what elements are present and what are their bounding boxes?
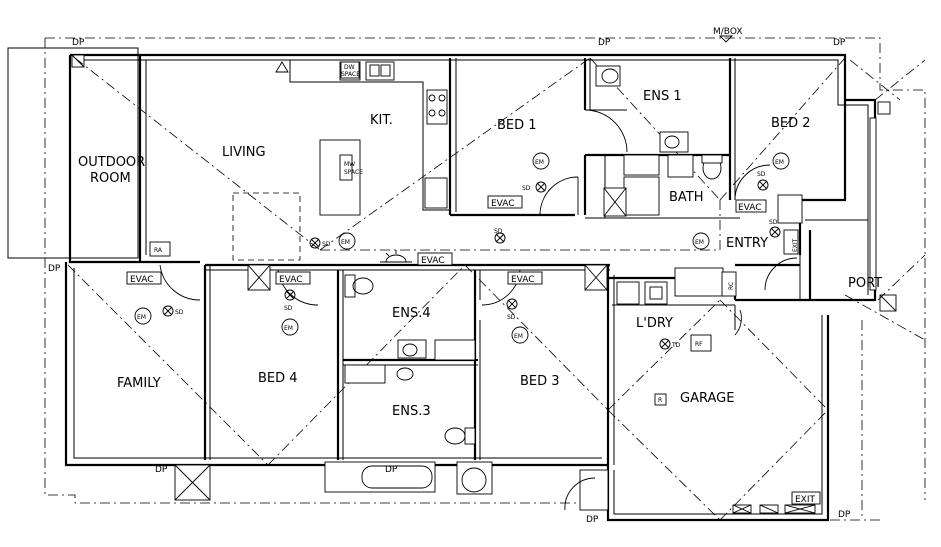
svg-text:RF: RF [695,341,703,348]
outdoor-room-outline [7,47,139,259]
evac-label: EVAC [491,199,515,209]
svg-text:SPACE: SPACE [344,169,363,176]
svg-text:EM: EM [137,314,146,321]
room-ens1: ENS 1 [643,89,682,104]
evac-label: EVAC [421,256,445,266]
svg-text:DP: DP [586,515,599,525]
room-bed4: BED 4 [258,371,298,386]
svg-text:SD: SD [284,305,293,312]
eave-line [44,37,926,521]
room-ldry: L'DRY [636,316,673,331]
room-living: LIVING [222,145,266,160]
door-swings [159,109,798,511]
svg-text:MW: MW [344,161,355,168]
svg-text:SPACE: SPACE [341,71,360,78]
evac-label: EVAC [511,275,535,285]
room-outdoor-room-2: ROOM [90,171,131,186]
evac-label: EVAC [738,203,762,213]
svg-text:SD: SD [769,219,778,226]
svg-text:DP: DP [833,38,846,48]
svg-text:DP: DP [385,465,398,475]
svg-text:EM: EM [341,239,350,246]
svg-text:SD: SD [494,228,503,235]
svg-text:EM: EM [695,239,704,246]
room-bed2: BED 2 [771,116,811,131]
svg-text:EM: EM [535,159,544,166]
svg-text:SD: SD [757,171,766,178]
svg-text:RC: RC [728,282,735,290]
svg-text:SD: SD [507,314,516,321]
evac-label: EVAC [130,275,154,285]
svg-text:TD: TD [671,342,681,349]
svg-text:EXIT: EXIT [792,238,799,252]
room-ens4: ENS.4 [392,306,431,321]
svg-text:RA: RA [154,247,163,254]
svg-text:SD: SD [175,309,184,316]
room-family: FAMILY [117,376,161,391]
room-kit: KIT. [370,113,393,128]
svg-text:DP: DP [598,38,611,48]
room-ens3: ENS.3 [392,404,431,419]
room-entry: ENTRY [726,236,768,251]
sd-symbols: SD SD SD SD SD SD SD SD [162,171,781,321]
room-bed1: BED 1 [497,118,537,133]
svg-text:DP: DP [155,465,168,475]
svg-text:SD: SD [322,241,331,248]
room-outdoor-room: OUTDOOR [78,155,145,170]
fixtures [174,61,877,514]
svg-text:DP: DP [72,38,85,48]
misc-symbols: RA RC RF TD R DW SPACE MW SPACE [149,61,737,406]
svg-text:DP: DP [48,264,61,274]
evac-label: EVAC [279,275,303,285]
em-symbols: EM EM EM EM EM EM EM [134,152,790,344]
svg-text:EM: EM [284,325,293,332]
svg-text:EXIT: EXIT [795,495,816,505]
svg-text:M/BOX: M/BOX [713,27,743,37]
exit-signs: EXIT EXIT [783,229,821,505]
downpipe-labels: DP DP DP DP DP DP DP DP M/BOX [48,27,851,525]
svg-text:SD: SD [522,185,531,192]
svg-text:DP: DP [838,510,851,520]
internal-walls [140,58,868,465]
room-labels: OUTDOOR ROOM LIVING KIT. BED 1 ENS 1 BED… [78,89,882,419]
external-walls [64,53,877,522]
svg-text:EM: EM [775,159,784,166]
svg-text:DW: DW [344,64,355,71]
roof-hip-lines [67,57,926,521]
svg-text:R: R [658,397,662,404]
room-port: PORT [848,276,882,291]
room-bed3: BED 3 [520,374,560,389]
evac-symbols: EVAC EVAC EVAC EVAC EVAC EVAC [126,195,767,285]
column-markers [71,54,897,312]
room-garage: GARAGE [680,391,734,406]
room-bath: BATH [669,190,704,205]
svg-text:EM: EM [514,333,523,340]
